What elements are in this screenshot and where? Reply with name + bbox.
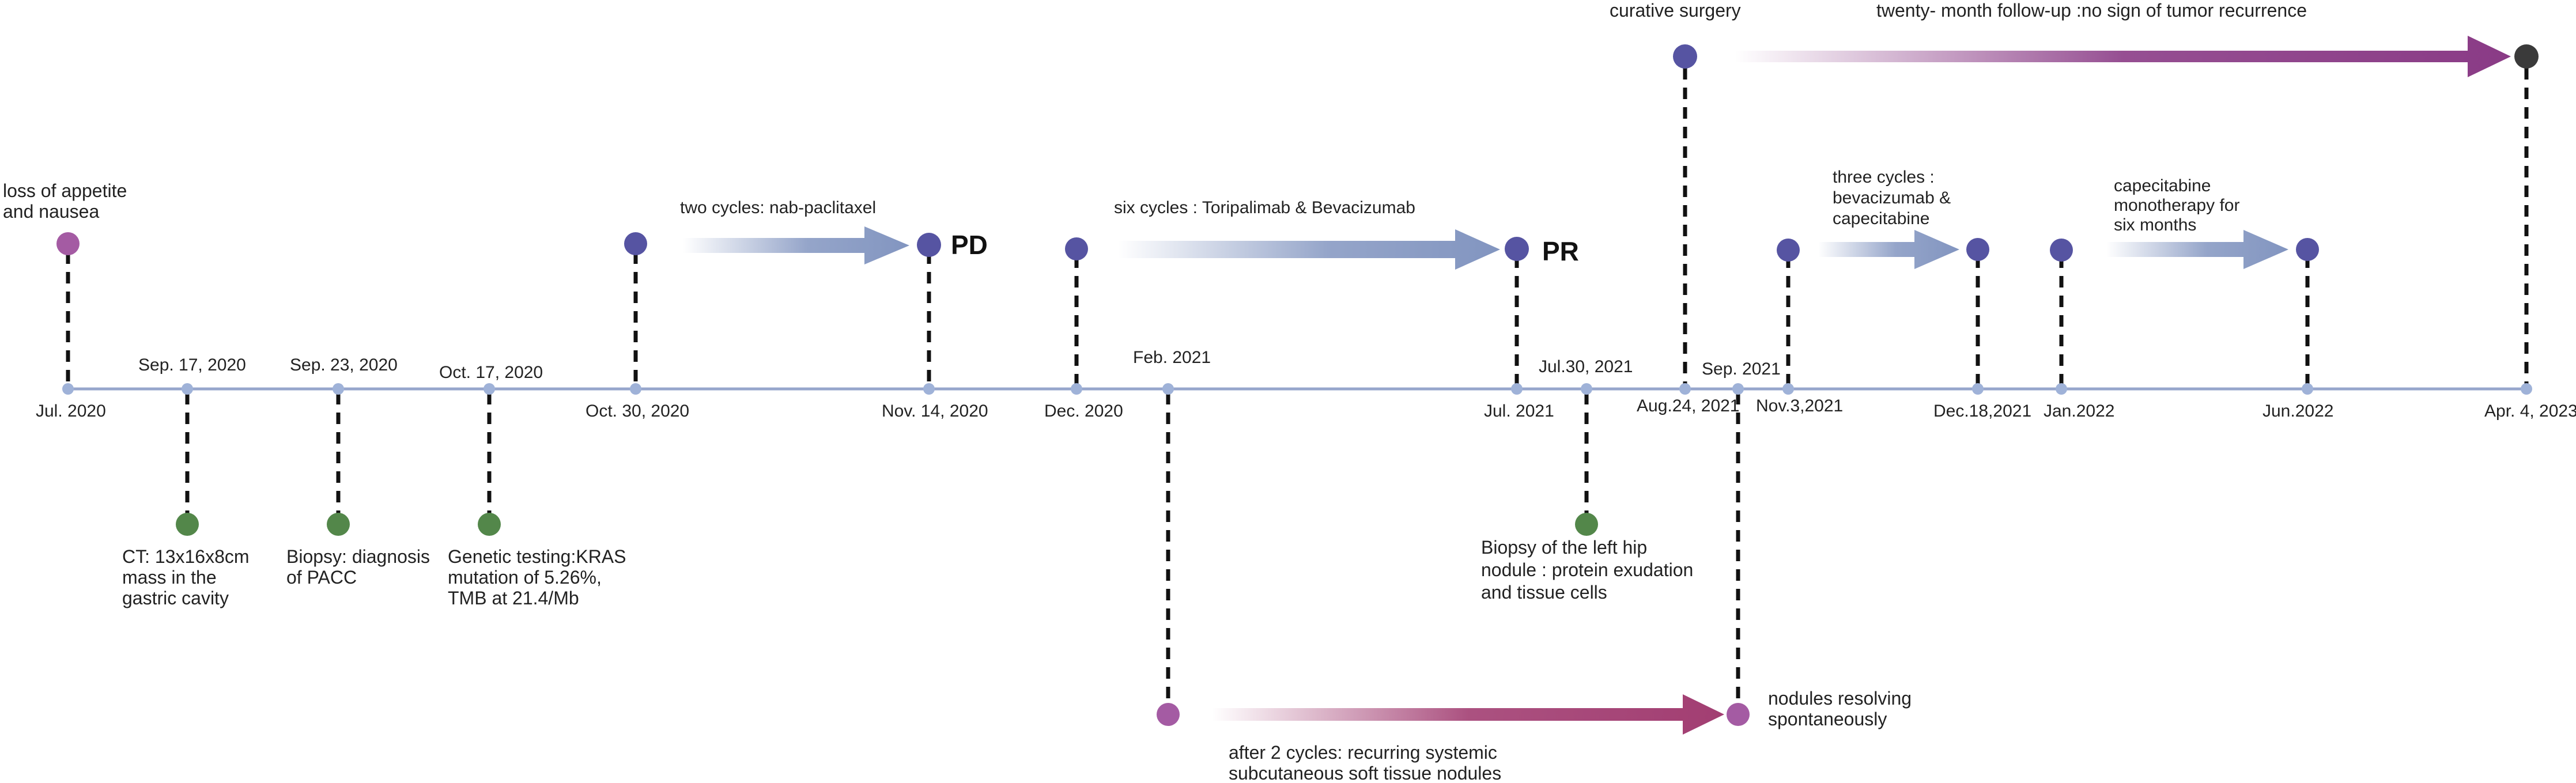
arrow-nab-paclitaxel: [683, 226, 909, 264]
label-cape-mono: capecitabine monotherapy for six months: [2114, 176, 2245, 234]
tick-apr-4-2023: [2521, 383, 2532, 395]
event-nodes: [56, 44, 2539, 726]
node-nov-3-2021: [1777, 239, 1800, 262]
label-bev-cape: three cycles : bevacizumab & capecitabin…: [1833, 168, 1955, 228]
label-genetic-testing: Genetic testing:KRAS mutation of 5.26%, …: [448, 546, 631, 608]
date-label-jul-2020: Jul. 2020: [36, 402, 106, 421]
node-ct-scan: [176, 513, 199, 536]
tick-jul-2020: [62, 383, 74, 395]
date-label-oct-17-2020: Oct. 17, 2020: [439, 363, 543, 382]
outcome-labels: PD PR: [951, 230, 1579, 266]
arrows: [683, 36, 2511, 735]
node-jan-2022: [2050, 239, 2073, 262]
tick-sep-2021: [1732, 383, 1744, 395]
arrow-nodules: [1212, 694, 1724, 735]
node-genetic-testing: [478, 513, 501, 536]
label-nodules-recurring: after 2 cycles: recurring systemic subcu…: [1229, 742, 1502, 783]
node-pr: [1505, 237, 1529, 261]
tick-jul-2021: [1511, 383, 1523, 395]
date-labels: Jul. 2020 Sep. 17, 2020 Sep. 23, 2020 Oc…: [36, 348, 2576, 421]
node-biopsy-pacc: [327, 513, 350, 536]
date-label-feb-2021: Feb. 2021: [1133, 348, 1211, 367]
tick-nov-14-2020: [923, 383, 935, 395]
label-ct-scan: CT: 13x16x8cm mass in the gastric cavity: [122, 546, 254, 608]
label-toripalimab: six cycles : Toripalimab & Bevacizumab: [1114, 198, 1415, 217]
node-oct-30-2020: [624, 232, 647, 255]
date-label-dec-18-2021: Dec.18,2021: [1933, 402, 2031, 421]
label-curative-surgery: curative surgery: [1610, 0, 1741, 21]
date-label-jan-2022: Jan.2022: [2044, 402, 2114, 421]
date-label-sep-17-2020: Sep. 17, 2020: [138, 355, 246, 375]
node-dec-2020: [1065, 237, 1088, 260]
event-labels: loss of appetite and nausea CT: 13x16x8c…: [3, 0, 2307, 783]
outcome-pr: PR: [1542, 236, 1579, 266]
date-label-dec-2020: Dec. 2020: [1044, 402, 1123, 421]
tick-aug-24-2021: [1679, 383, 1691, 395]
node-loss-appetite: [56, 232, 80, 255]
outcome-pd: PD: [951, 230, 988, 260]
label-nab-paclitaxel: two cycles: nab-paclitaxel: [680, 198, 876, 217]
date-label-apr-4-2023: Apr. 4, 2023: [2484, 402, 2576, 421]
tick-sep-17-2020: [182, 383, 193, 395]
tick-oct-30-2020: [630, 383, 641, 395]
arrow-bev-cape: [1818, 230, 1959, 269]
arrow-toripalimab: [1118, 229, 1500, 270]
tick-jun-2022: [2302, 383, 2313, 395]
axis-ticks: [62, 383, 2532, 395]
node-dec-18-2021: [1966, 238, 1989, 261]
date-label-sep-2021: Sep. 2021: [1702, 360, 1781, 379]
label-follow-up: twenty- month follow-up :no sign of tumo…: [1876, 0, 2307, 21]
node-nodules-resolving: [1727, 703, 1750, 726]
node-pd: [917, 233, 941, 257]
tick-dec-2020: [1071, 383, 1082, 395]
tick-dec-18-2021: [1972, 383, 1984, 395]
node-curative-surgery: [1673, 44, 1697, 69]
node-jun-2022: [2296, 238, 2319, 261]
connectors: [66, 68, 2529, 709]
tick-oct-17-2020: [484, 383, 495, 395]
treatment-labels: two cycles: nab-paclitaxel six cycles : …: [680, 168, 2245, 234]
date-label-nov-14-2020: Nov. 14, 2020: [882, 402, 988, 421]
tick-sep-23-2020: [333, 383, 344, 395]
date-label-aug-24-2021: Aug.24, 2021: [1637, 396, 1740, 415]
node-nodules-recurring: [1157, 703, 1180, 726]
node-biopsy-hip: [1575, 513, 1598, 536]
arrow-follow-up: [1735, 36, 2511, 77]
tick-jan-2022: [2056, 383, 2067, 395]
label-biopsy-hip: Biopsy of the left hip nodule : protein …: [1481, 537, 1698, 603]
date-label-nov-3-2021: Nov.3,2021: [1756, 396, 1843, 415]
date-label-jun-2022: Jun.2022: [2263, 402, 2333, 421]
date-label-jul-2021: Jul. 2021: [1484, 402, 1554, 421]
tick-jul-30-2021: [1581, 383, 1592, 395]
date-label-sep-23-2020: Sep. 23, 2020: [290, 355, 398, 375]
node-follow-up-end: [2514, 44, 2539, 69]
arrow-cape-mono: [2106, 230, 2288, 269]
tick-nov-3-2021: [1782, 383, 1794, 395]
label-biopsy-pacc: Biopsy: diagnosis of PACC: [286, 546, 435, 588]
tick-feb-2021: [1162, 383, 1174, 395]
date-label-oct-30-2020: Oct. 30, 2020: [586, 402, 689, 421]
date-label-jul-30-2021: Jul.30, 2021: [1539, 357, 1633, 376]
label-nodules-resolving: nodules resolving spontaneously: [1768, 688, 1917, 729]
label-loss-appetite: loss of appetite and nausea: [3, 180, 132, 222]
